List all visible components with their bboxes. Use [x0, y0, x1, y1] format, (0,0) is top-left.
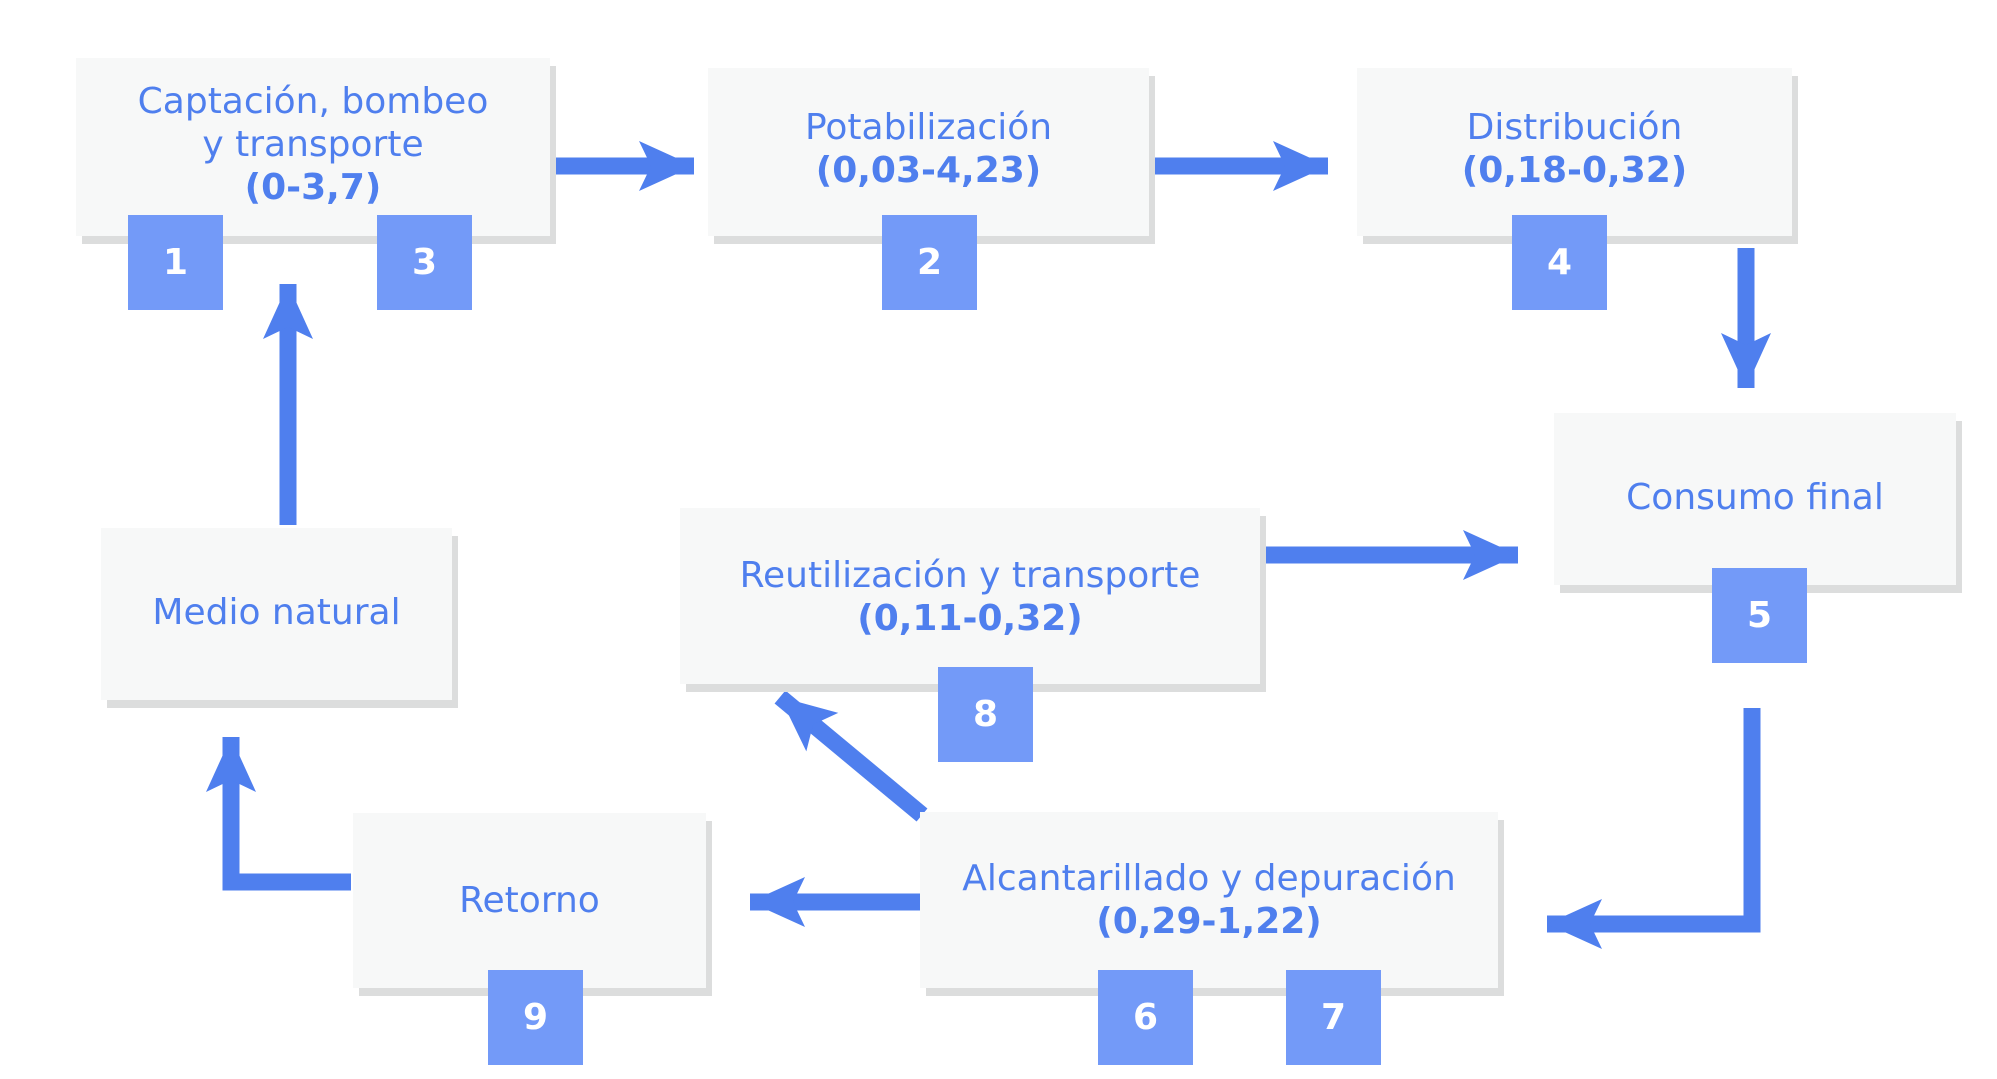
node-distribucion-label: Distribución — [1466, 107, 1683, 148]
node-medio-natural: Medio natural — [101, 528, 452, 700]
node-captacion-line1: Captación, bombeo — [137, 81, 489, 122]
node-potabilizacion-label: Potabilización — [804, 107, 1053, 148]
node-captacion-value: (0-3,7) — [244, 167, 382, 208]
node-potabilizacion-value: (0,03-4,23) — [815, 150, 1042, 191]
badge-7: 7 — [1286, 970, 1381, 1065]
node-alcantarillado-value: (0,29-1,22) — [1096, 901, 1322, 942]
node-distribucion: Distribución (0,18-0,32) — [1357, 68, 1792, 236]
node-retorno-label: Retorno — [459, 880, 600, 921]
node-medio-natural-label: Medio natural — [152, 592, 401, 633]
arrow-alcantarillado-to-reutilizacion — [774, 690, 928, 822]
badge-6: 6 — [1098, 970, 1193, 1065]
badge-3: 3 — [377, 215, 472, 310]
node-consumo-label: Consumo final — [1626, 477, 1884, 518]
node-reutilizacion-value: (0,11-0,32) — [857, 598, 1083, 639]
node-reutilizacion-label: Reutilización y transporte — [739, 555, 1201, 596]
arrow-consumo-to-alcantarillado — [1547, 708, 1761, 949]
node-alcantarillado: Alcantarillado y depuración (0,29-1,22) — [920, 812, 1498, 988]
node-reutilizacion: Reutilización y transporte (0,11-0,32) — [680, 508, 1260, 684]
badge-2: 2 — [882, 215, 977, 310]
badge-4: 4 — [1512, 215, 1607, 310]
node-consumo: Consumo final — [1554, 413, 1956, 585]
node-potabilizacion: Potabilización (0,03-4,23) — [708, 68, 1149, 236]
badge-5: 5 — [1712, 568, 1807, 663]
node-alcantarillado-label: Alcantarillado y depuración — [962, 858, 1456, 899]
arrow-retorno-to-medio — [206, 737, 351, 891]
node-captacion-line2: y transporte — [202, 124, 424, 165]
badge-8: 8 — [938, 667, 1033, 762]
badge-9: 9 — [488, 970, 583, 1065]
node-distribucion-value: (0,18-0,32) — [1461, 150, 1688, 191]
node-captacion: Captación, bombeo y transporte (0-3,7) — [76, 58, 550, 236]
badge-1: 1 — [128, 215, 223, 310]
node-retorno: Retorno — [353, 813, 706, 988]
